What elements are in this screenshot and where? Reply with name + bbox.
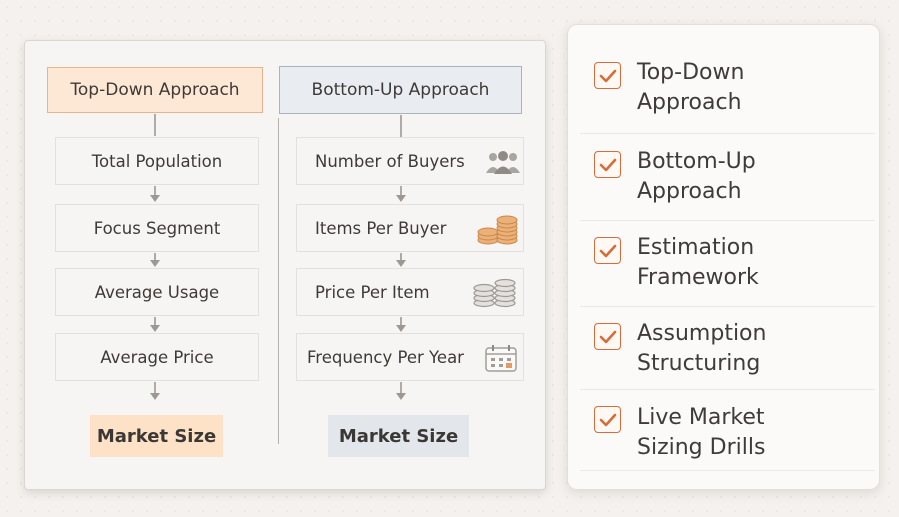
connector — [400, 253, 402, 261]
checkmark-icon — [599, 330, 616, 343]
connector — [154, 186, 156, 196]
top-down-step: Total Population — [55, 137, 259, 185]
connector — [400, 317, 402, 326]
arrow-down-icon — [396, 325, 406, 332]
coin-stacks-icon — [473, 278, 516, 308]
bottom-up-step-label: Price Per Item — [315, 282, 430, 302]
checkbox[interactable] — [594, 406, 621, 433]
connector — [154, 382, 156, 394]
checkmark-icon — [599, 158, 616, 171]
top-down-step: Average Usage — [55, 268, 259, 316]
bottom-up-result: Market Size — [328, 415, 469, 457]
top-down-step: Focus Segment — [55, 204, 259, 252]
checkbox[interactable] — [594, 237, 621, 264]
calendar-icon — [485, 345, 517, 372]
connector — [154, 114, 156, 136]
checklist-item-label: Live Market Sizing Drills — [637, 405, 766, 460]
arrow-down-icon — [396, 195, 406, 202]
checklist-item-label: Estimation Framework — [637, 235, 759, 290]
checkbox[interactable] — [594, 151, 621, 178]
bottom-up-step: Number of Buyers — [296, 137, 524, 185]
connector — [154, 317, 156, 326]
checklist-item-label: Bottom-Up Approach — [637, 149, 756, 204]
arrow-down-icon — [150, 325, 160, 332]
top-down-result: Market Size — [90, 415, 223, 457]
column-divider — [278, 118, 279, 444]
bottom-up-step-label: Items Per Buyer — [315, 218, 447, 238]
separator — [580, 220, 875, 221]
arrow-down-icon — [150, 260, 160, 267]
separator — [580, 306, 875, 307]
top-down-header: Top-Down Approach — [47, 67, 263, 113]
checklist-item-label: Assumption Structuring — [637, 321, 767, 376]
arrow-down-icon — [150, 393, 160, 400]
bottom-up-header: Bottom-Up Approach — [279, 66, 522, 114]
connector — [400, 382, 402, 394]
checkmark-icon — [599, 413, 616, 426]
arrow-down-icon — [150, 195, 160, 202]
coins-icon — [477, 215, 518, 245]
separator — [580, 389, 875, 390]
people-icon — [486, 151, 520, 174]
checkmark-icon — [599, 244, 616, 257]
bottom-up-step-label: Number of Buyers — [315, 151, 465, 171]
top-down-step: Average Price — [55, 333, 259, 381]
connector — [400, 115, 402, 137]
checkbox[interactable] — [594, 62, 621, 89]
checkbox[interactable] — [594, 323, 621, 350]
checkmark-icon — [599, 69, 616, 82]
bottom-up-step-label: Frequency Per Year — [307, 347, 464, 367]
separator — [580, 470, 875, 471]
arrow-down-icon — [396, 393, 406, 400]
connector — [154, 253, 156, 261]
separator — [580, 133, 875, 134]
connector — [400, 186, 402, 196]
arrow-down-icon — [396, 260, 406, 267]
checklist-item-label: Top-Down Approach — [637, 60, 745, 115]
